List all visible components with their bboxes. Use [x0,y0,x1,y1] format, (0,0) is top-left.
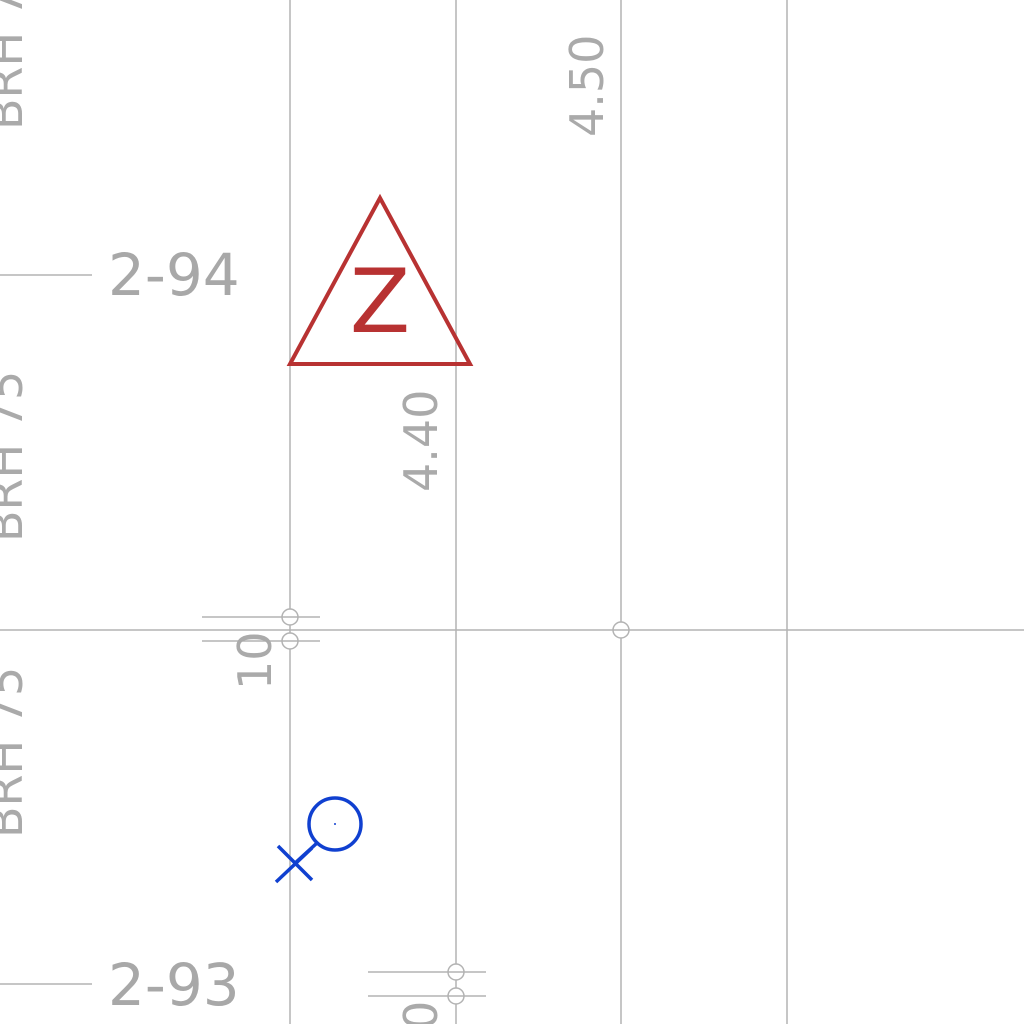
track-label-left-1: BRH 75 [0,0,33,130]
switch-marker[interactable] [368,963,486,1005]
track-label-left-3: BRH 75 [0,667,33,838]
track-label-440: 4.40 [394,390,448,492]
junction-marker [612,621,630,639]
track-label-left-2: BRH 75 [0,371,33,542]
signal-letter: Z [350,250,410,353]
warning-triangle-icon[interactable]: Z [286,193,474,366]
track-label-450: 4.50 [560,35,614,137]
switch-label-10: 10 [228,631,282,690]
tower-mast-icon[interactable] [274,796,363,884]
milepost-upper: 2-94 [108,241,240,309]
milepost-lower: 2-93 [108,951,240,1019]
switch-marker[interactable] [202,608,320,650]
switch-label-0: 0 [394,1001,448,1024]
